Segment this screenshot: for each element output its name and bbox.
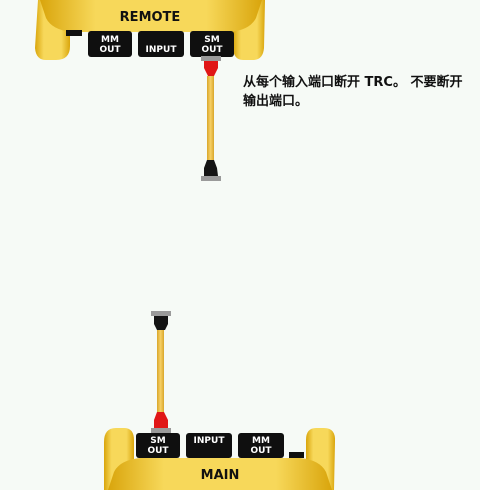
- remote-title: REMOTE: [120, 10, 181, 25]
- remote-port-mm-out[interactable]: MM OUT: [88, 31, 132, 57]
- main-body: [108, 458, 332, 490]
- main-cable-strand: [157, 330, 164, 414]
- remote-cable-red-connector: [204, 61, 218, 76]
- remote-cable-strand: [207, 76, 214, 162]
- main-cable-ferrule-bottom: [151, 428, 171, 433]
- main-cable-black-connector: [154, 316, 168, 330]
- instruction-text: 从每个输入端口断开 TRC。 不要断开输出端口。: [243, 75, 463, 109]
- remote-cable-ferrule-bottom: [201, 176, 221, 181]
- remote-cable-black-connector: [204, 160, 218, 176]
- main-cable-red-connector: [154, 412, 168, 428]
- remote-port-mm-out-label-1: MM: [101, 35, 119, 45]
- main-port-mm-out[interactable]: MM OUT: [238, 433, 284, 458]
- remote-port-sm-out-label-1: SM: [204, 35, 219, 45]
- main-title: MAIN: [201, 468, 240, 483]
- main-port-sm-out-label-1: SM: [150, 436, 165, 446]
- main-port-sm-out-label-2: OUT: [147, 446, 169, 456]
- remote-body: [40, 0, 262, 32]
- main-unit: MAIN SM OUT INPUT MM OUT: [104, 428, 336, 490]
- main-port-input-label: INPUT: [194, 436, 226, 446]
- remote-side-tab: [66, 30, 82, 36]
- remote-port-mm-out-label-2: OUT: [99, 45, 121, 55]
- remote-port-sm-out[interactable]: SM OUT: [190, 31, 234, 57]
- remote-trc-cable[interactable]: [201, 56, 221, 181]
- main-trc-cable[interactable]: [151, 311, 171, 433]
- main-port-sm-out[interactable]: SM OUT: [136, 433, 180, 458]
- remote-port-input-label: INPUT: [146, 45, 178, 55]
- main-cable-ferrule-top: [151, 311, 171, 316]
- main-port-input[interactable]: INPUT: [186, 433, 232, 458]
- remote-unit: REMOTE MM OUT INPUT SM OUT: [35, 0, 265, 60]
- main-port-mm-out-label-1: MM: [252, 436, 270, 446]
- remote-port-sm-out-label-2: OUT: [201, 45, 223, 55]
- remote-port-input[interactable]: INPUT: [138, 31, 184, 57]
- main-side-tab: [289, 452, 304, 458]
- remote-cable-ferrule-top: [201, 56, 221, 61]
- main-port-mm-out-label-2: OUT: [250, 446, 272, 456]
